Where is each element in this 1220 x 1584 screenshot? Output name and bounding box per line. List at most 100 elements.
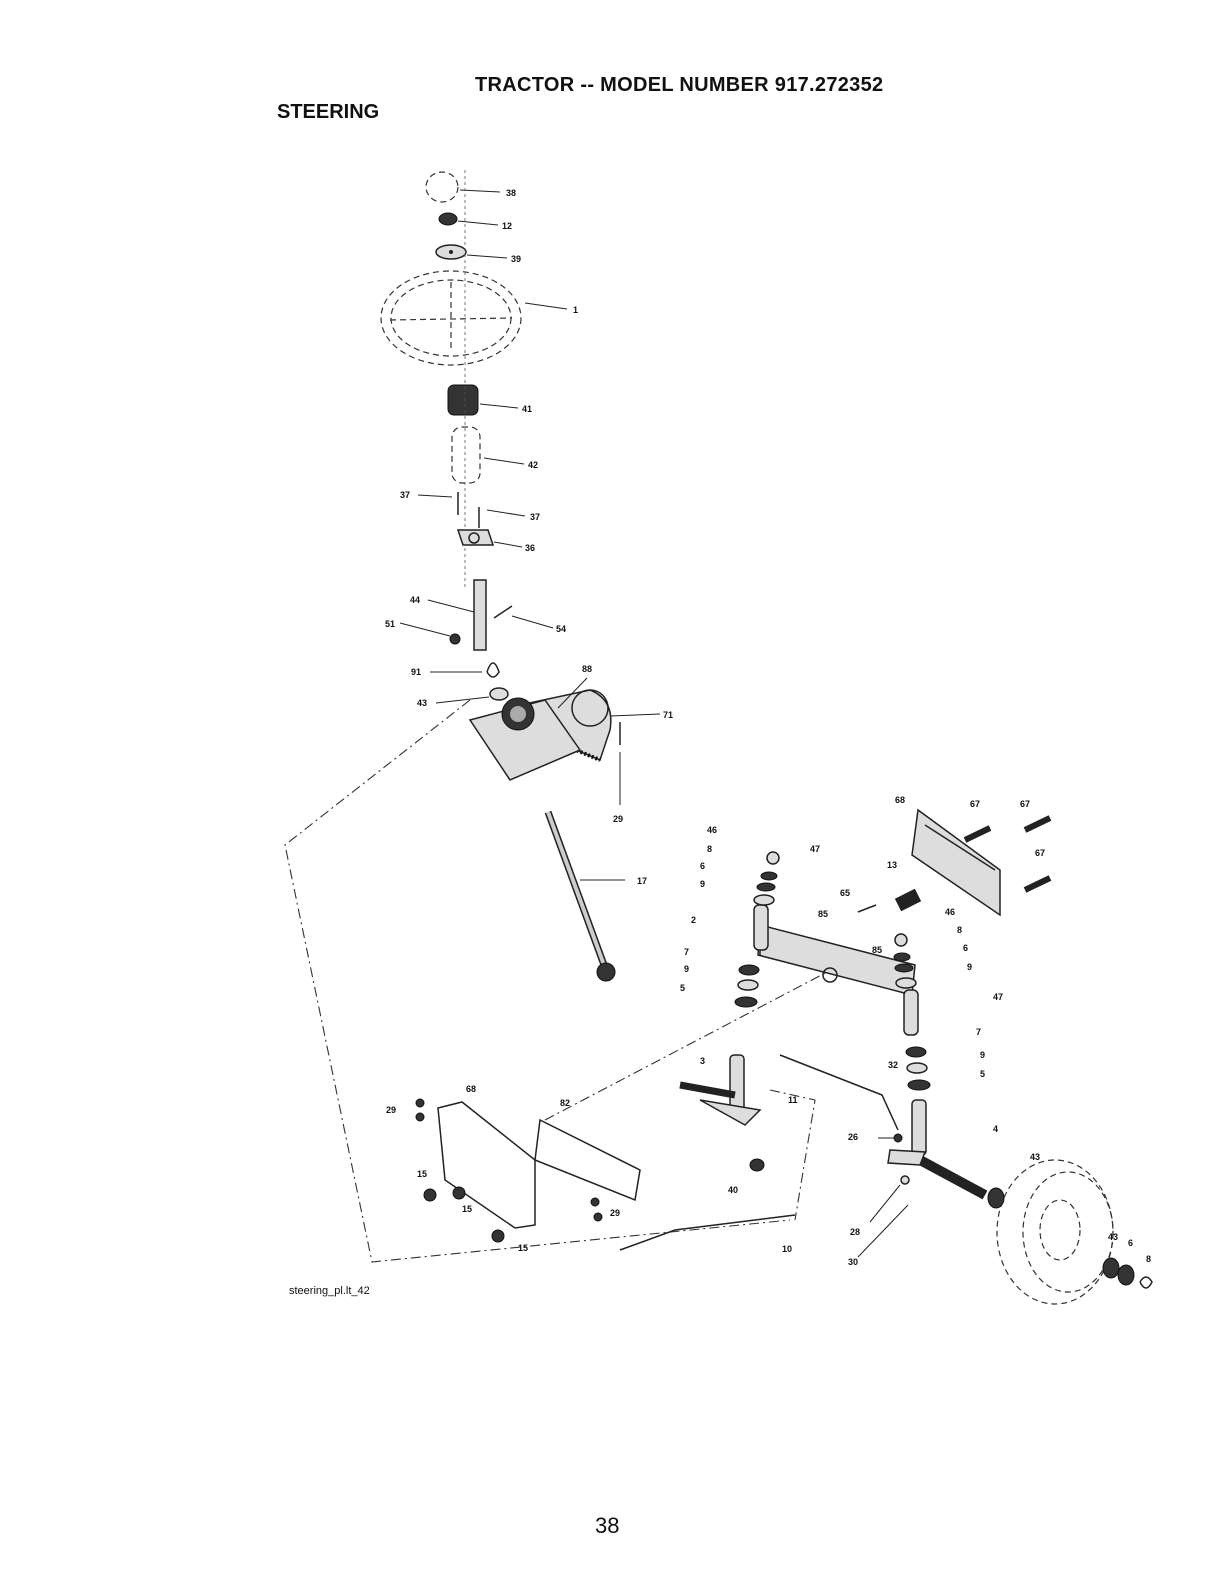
callout: 43 — [1030, 1152, 1040, 1162]
callout: 37 — [400, 490, 410, 500]
callout: 43 — [417, 698, 427, 708]
callout: 47 — [993, 992, 1003, 1002]
callout: 51 — [385, 619, 395, 629]
callout: 29 — [610, 1208, 620, 1218]
spindle-left — [679, 1054, 762, 1126]
callout: 9 — [700, 879, 705, 889]
axle-sleeve — [857, 888, 922, 913]
callout: 5 — [680, 983, 685, 993]
steering-arm-rod — [619, 1214, 796, 1251]
tie-rod — [779, 1054, 899, 1131]
steering-adapter — [447, 384, 519, 416]
page-title: TRACTOR -- MODEL NUMBER 917.272352 — [475, 74, 884, 96]
callout: 9 — [967, 962, 972, 972]
callout: 9 — [980, 1050, 985, 1060]
callout: 29 — [386, 1105, 396, 1115]
steering-wheel — [380, 270, 568, 366]
callout: 41 — [522, 404, 532, 414]
drag-link — [544, 810, 625, 982]
callout: 8 — [957, 925, 962, 935]
callout: 1 — [573, 305, 578, 315]
pin-28-30 — [857, 1175, 910, 1258]
assembly-line-right — [769, 1089, 816, 1221]
callout: 82 — [560, 1098, 570, 1108]
callout: 6 — [700, 861, 705, 871]
callout: 91 — [411, 667, 421, 677]
washer-stack-left — [734, 851, 780, 1008]
callout: 46 — [707, 825, 717, 835]
column-bracket — [456, 529, 523, 548]
callout: 15 — [518, 1243, 528, 1253]
callout: 88 — [582, 664, 592, 674]
callout: 44 — [410, 595, 420, 605]
steering-washer — [435, 244, 508, 260]
callout: 12 — [502, 221, 512, 231]
nut-40 — [749, 1158, 765, 1172]
callout: 17 — [637, 876, 647, 886]
callout: 68 — [466, 1084, 476, 1094]
callout: 54 — [556, 624, 566, 634]
callout: 10 — [782, 1244, 792, 1254]
spindle-right — [887, 1099, 988, 1200]
section-heading: STEERING — [277, 101, 380, 123]
figure-id: steering_pl.lt_42 — [289, 1285, 370, 1297]
callout: 7 — [976, 1027, 981, 1037]
axle-bracket — [911, 808, 1001, 917]
callout: 68 — [895, 795, 905, 805]
callout: 36 — [525, 543, 535, 553]
callout: 85 — [872, 945, 882, 955]
front-axle — [753, 904, 919, 1036]
callout: 28 — [850, 1227, 860, 1237]
steering-cap — [425, 171, 501, 203]
frame-bracket-68 — [415, 1098, 536, 1229]
callout: 47 — [810, 844, 820, 854]
callout: 38 — [506, 188, 516, 198]
callout: 67 — [1020, 799, 1030, 809]
front-wheel — [987, 1159, 1153, 1305]
callout: 67 — [970, 799, 980, 809]
callout: 85 — [818, 909, 828, 919]
callout: 43 — [1108, 1232, 1118, 1242]
page-number: 38 — [595, 1513, 620, 1538]
bolt-26 — [878, 1133, 903, 1143]
callout: 15 — [462, 1204, 472, 1214]
assembly-line-center — [544, 959, 851, 1121]
pivot-bar-washer — [435, 687, 509, 704]
callout: 37 — [530, 512, 540, 522]
callout: 8 — [1146, 1254, 1151, 1264]
callout: 40 — [728, 1185, 738, 1195]
callout: 11 — [788, 1095, 798, 1105]
callout: 6 — [1128, 1238, 1133, 1248]
callout: 30 — [848, 1257, 858, 1267]
callout: 6 — [963, 943, 968, 953]
callout: 7 — [684, 947, 689, 957]
washer-stack-right — [893, 933, 931, 1091]
callout: 67 — [1035, 848, 1045, 858]
callout: 39 — [511, 254, 521, 264]
callout: 3 — [700, 1056, 705, 1066]
steering-nut — [438, 212, 499, 226]
axle-bolts — [963, 815, 1052, 893]
callout: 4 — [993, 1124, 998, 1134]
callout: 42 — [528, 460, 538, 470]
callout: 26 — [848, 1132, 858, 1142]
callout: 8 — [707, 844, 712, 854]
nuts-15 — [423, 1186, 505, 1243]
callout: 71 — [663, 710, 673, 720]
callout: 32 — [888, 1060, 898, 1070]
column-screws — [417, 492, 526, 528]
callout: 15 — [417, 1169, 427, 1179]
callout: 13 — [887, 860, 897, 870]
steering-support — [468, 697, 582, 781]
callout: 29 — [613, 814, 623, 824]
callout: 5 — [980, 1069, 985, 1079]
callout: 2 — [691, 915, 696, 925]
steering-clip — [430, 662, 500, 678]
callout: 46 — [945, 907, 955, 917]
callout: 9 — [684, 964, 689, 974]
steering-shaft — [399, 579, 554, 651]
assembly-line-left — [284, 699, 791, 1263]
column-bushing — [451, 426, 525, 484]
bracket-82 — [534, 1118, 641, 1222]
